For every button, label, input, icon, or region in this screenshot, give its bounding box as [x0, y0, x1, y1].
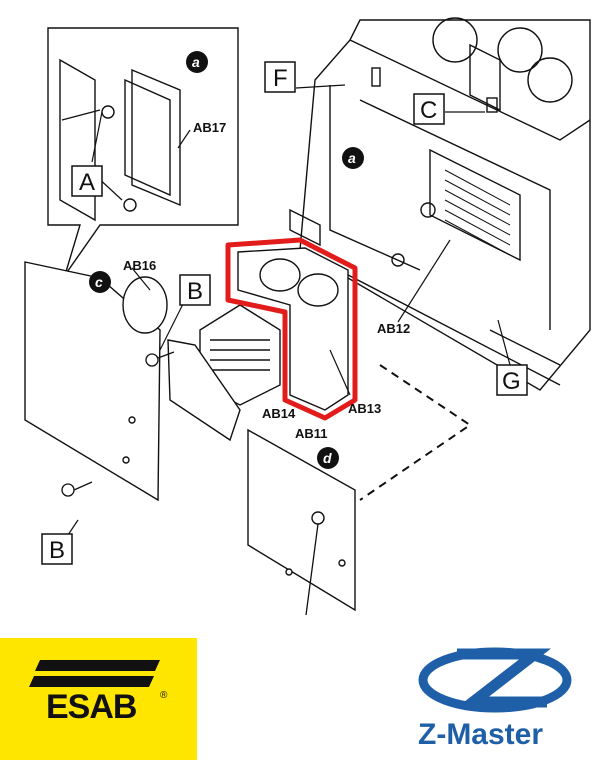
esab-logo-text: ESAB [46, 688, 137, 726]
label-ab12: AB12 [377, 321, 410, 336]
marker-a-top-label: a [192, 54, 200, 70]
box-g-label: G [502, 368, 521, 395]
assembly-diagram: a a c d AB17 AB16 AB12 AB13 AB14 AB11 A … [24, 17, 591, 616]
label-ab17: AB17 [193, 120, 226, 135]
label-ab11: AB11 [295, 426, 328, 441]
heatsink-fins [444, 169, 511, 256]
marker-c [89, 271, 111, 293]
box-c-label: C [420, 97, 437, 124]
dashed-guide [359, 364, 472, 501]
zmaster-logo-icon [418, 647, 572, 713]
label-ab14: AB14 [262, 406, 296, 421]
marker-a-mid-label: a [348, 150, 356, 166]
detail-inset [47, 27, 239, 276]
transformer-ab14 [167, 304, 281, 442]
box-b-top-label: B [187, 278, 203, 305]
marker-c-label: c [95, 274, 103, 290]
front-panel [24, 261, 168, 502]
zmaster-logo-text: Z-Master [418, 718, 544, 751]
leader-lines [67, 84, 511, 536]
marker-d-label: d [323, 450, 332, 466]
screws [61, 351, 319, 616]
esab-logo: ESAB ® [0, 638, 197, 760]
cover-ab11 [247, 428, 356, 612]
esab-stripes-icon [29, 660, 160, 687]
box-f-label: F [273, 65, 288, 92]
esab-registered-mark: ® [160, 690, 168, 701]
marker-a-top [186, 51, 208, 73]
label-ab16: AB16 [123, 258, 156, 273]
board-ab13 [237, 247, 349, 411]
box-a-label: A [79, 169, 95, 196]
letter-boxes [41, 61, 528, 565]
label-ab13: AB13 [348, 401, 381, 416]
highlight-outline [225, 237, 358, 421]
marker-a-mid [342, 147, 364, 169]
circle-markers: a a c d [89, 51, 364, 469]
box-b-bottom-label: B [49, 537, 65, 564]
marker-d [317, 447, 339, 469]
